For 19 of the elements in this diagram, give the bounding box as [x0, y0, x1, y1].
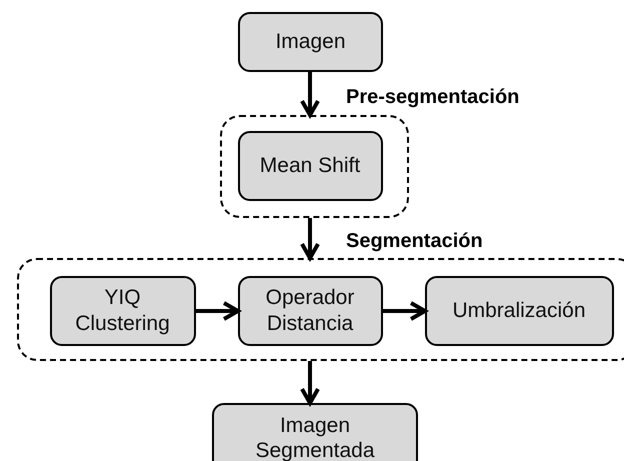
- process-label: Umbralización: [451, 298, 587, 324]
- process-label: Mean Shift: [258, 152, 362, 178]
- arrow: [383, 301, 427, 321]
- process-box: [424, 276, 614, 346]
- process-box: [238, 276, 382, 346]
- process-box: [238, 130, 382, 200]
- process-box: [50, 276, 196, 346]
- group-heading: Segmentación: [346, 230, 483, 253]
- process-label: Imagen: [274, 29, 347, 55]
- arrow: [300, 361, 320, 405]
- process-label: Operador Distancia: [264, 285, 356, 336]
- arrow: [300, 218, 320, 260]
- process-label: YIQ Clustering: [74, 285, 171, 336]
- process-box: [212, 403, 418, 461]
- process-label: Imagen Segmentada: [254, 412, 376, 461]
- process-box: [238, 12, 383, 72]
- arrow: [300, 72, 320, 117]
- group-heading: Pre-segmentación: [346, 86, 520, 109]
- arrow: [196, 301, 240, 321]
